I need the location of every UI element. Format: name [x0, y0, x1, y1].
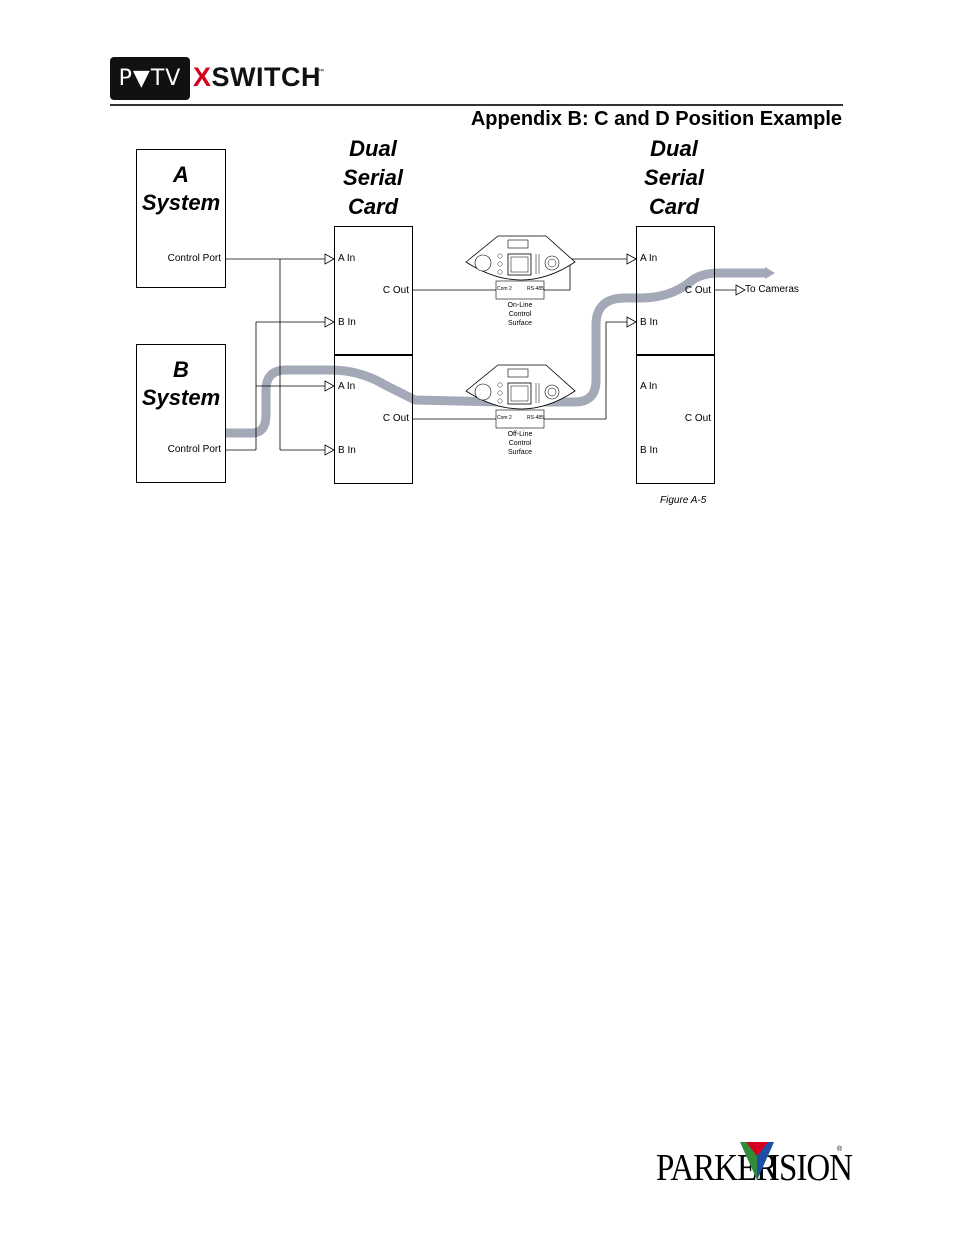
arrow-b-in-3 [626, 316, 637, 328]
card-2-top-c-out: C Out [684, 285, 711, 296]
arrow-to-cameras [735, 284, 746, 296]
card-header-2-line3: Card [648, 194, 700, 219]
a-system-word: System [141, 190, 221, 215]
wiring-diagram [221, 235, 775, 456]
card-2-bottom-a-in: A In [640, 381, 658, 392]
surface-2-caption-line2: Control [508, 440, 532, 447]
card-1-bottom-b-in: B In [338, 445, 356, 456]
card-1-top-b-in: B In [338, 317, 356, 328]
b-system-control-port: Control Port [167, 444, 221, 455]
product-name-rest: SWITCH [211, 62, 321, 92]
product-name: XSWITCH [193, 62, 321, 93]
card-header-1-line2: Serial [343, 165, 403, 190]
b-system-letter: B [173, 357, 189, 382]
surface-1-caption: On-Line Control Surface [490, 301, 550, 328]
surface-1-caption-line2: Control [508, 311, 532, 318]
card-2-bottom-b-in: B In [640, 445, 658, 456]
to-cameras-label: To Cameras [745, 284, 799, 295]
arrow-a-in-1 [324, 253, 335, 265]
surface-2-rs-label: RS-485 [527, 415, 544, 421]
surface-2-com-label: Com 2 [497, 415, 512, 421]
a-system-control-port: Control Port [167, 253, 221, 264]
b-system-box: B System Control Port [136, 344, 226, 483]
b-system-word: System [141, 385, 221, 410]
card-header-1: Dual Serial Card [318, 134, 428, 221]
control-surface-1-icon [465, 235, 576, 300]
surface-2-caption: Off-Line Control Surface [490, 430, 550, 457]
arrow-b-in-2 [324, 444, 335, 456]
card-1-slot-bottom: A In C Out B In [334, 354, 413, 484]
parkervision-logo: PARKER ISION ® [656, 1140, 853, 1189]
ptv-logo: P▼TV [110, 57, 190, 100]
control-surface-2-icon [465, 364, 576, 429]
card-2-top-a-in: A In [640, 253, 658, 264]
header-rule [110, 104, 843, 106]
signal-arrow-head [765, 267, 775, 279]
arrow-a-in-2 [324, 380, 335, 392]
surface-2-caption-line1: Off-Line [507, 431, 533, 438]
surface-2-caption-line3: Surface [507, 449, 533, 456]
card-2-slot-top: A In C Out B In [636, 226, 715, 356]
arrow-a-in-3 [626, 253, 637, 265]
card-header-2: Dual Serial Card [619, 134, 729, 221]
a-system-letter: A [173, 162, 189, 187]
page-title: Appendix B: C and D Position Example [470, 108, 842, 130]
trademark-mark: ™ [318, 69, 324, 75]
card-1-top-c-out: C Out [382, 285, 409, 296]
signal-path [221, 268, 770, 438]
surface-1-com-label: Com 2 [497, 286, 512, 292]
a-system-box: A System Control Port [136, 149, 226, 288]
card-header-1-line1: Dual [349, 136, 397, 161]
arrow-b-in-1 [324, 316, 335, 328]
card-1-top-a-in: A In [338, 253, 356, 264]
registered-mark: ® [837, 1146, 843, 1153]
card-2-slot-bottom: A In C Out B In [636, 354, 715, 484]
card-header-2-line2: Serial [644, 165, 704, 190]
product-name-first: X [193, 62, 212, 92]
card-1-slot-top: A In C Out B In [334, 226, 413, 356]
v-triangle-icon [740, 1142, 774, 1180]
card-header-1-line3: Card [347, 194, 399, 219]
parkervision-logo-right: ISION [769, 1148, 853, 1190]
surface-1-caption-line1: On-Line [507, 302, 533, 309]
card-1-bottom-a-in: A In [338, 381, 356, 392]
surface-1-caption-line3: Surface [507, 320, 533, 327]
figure-caption: Figure A-5 [660, 495, 707, 506]
card-1-bottom-c-out: C Out [382, 413, 409, 424]
card-2-bottom-c-out: C Out [684, 413, 711, 424]
card-2-top-b-in: B In [640, 317, 658, 328]
card-header-2-line1: Dual [650, 136, 698, 161]
surface-1-rs-label: RS-485 [527, 286, 544, 292]
ptv-logo-text: P▼TV [118, 66, 182, 91]
